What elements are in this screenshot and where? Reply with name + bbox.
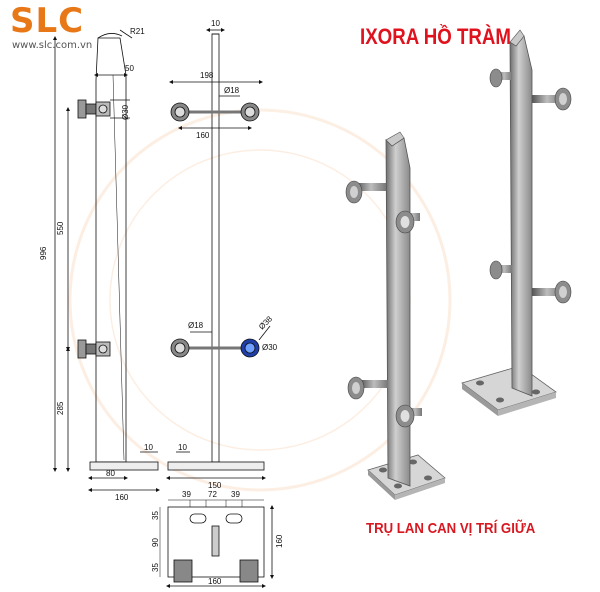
front-clamp-lower: [170, 338, 260, 358]
slc-logo: SLC www.slc.com.vn: [6, 4, 126, 52]
dim-hole-spacing: 72: [208, 490, 217, 499]
page-title: IXORA HỒ TRÀM: [360, 24, 511, 49]
website-text: www.slc.com.vn: [12, 40, 93, 51]
dim-top-width: 50: [125, 64, 134, 73]
render-clamp-lower: [347, 376, 422, 428]
front-clamp-upper: [170, 102, 260, 122]
front-view: [166, 28, 271, 480]
dim-disc-dia: Ø38: [257, 314, 274, 331]
side-clamp-upper: [77, 99, 111, 119]
figure-caption: TRỤ LAN CAN VỊ TRÍ GIỮA: [366, 520, 536, 537]
dim-clamp-span: 198: [200, 71, 214, 80]
dim-plate-width: 160: [208, 577, 222, 586]
dim-edge-top: 35: [151, 511, 160, 520]
base-plate-view: [159, 499, 274, 588]
dim-base-width: 160: [115, 493, 129, 502]
railing-post-render-back: [461, 29, 572, 416]
render-back-clamp-lower: [489, 260, 572, 304]
dim-front-base-thickness: 10: [178, 443, 187, 452]
dim-post-width: 10: [211, 19, 220, 28]
render-clamp-upper: [345, 180, 420, 234]
dim-hole-edge-right: 39: [231, 490, 240, 499]
dim-front-base-width: 150: [208, 481, 222, 490]
dim-plate-depth: 160: [275, 534, 284, 548]
render-back-clamp-upper: [489, 68, 572, 111]
dim-edge-bottom: 35: [151, 563, 160, 572]
dim-top-radius: R21: [130, 27, 145, 36]
dim-hole-edge-left: 39: [182, 490, 191, 499]
side-view: [53, 29, 160, 492]
dim-upper-spacing: 550: [56, 221, 65, 235]
dim-pin-dia-upper: Ø18: [224, 86, 240, 95]
dim-lower-height: 285: [56, 401, 65, 415]
dim-base-thickness: 10: [144, 443, 153, 452]
dim-mid-height: 90: [151, 538, 160, 547]
dim-hole-dia: Ø30: [121, 104, 130, 120]
dim-clamp-inner: 160: [196, 131, 210, 140]
dim-base-offset: 80: [106, 469, 115, 478]
dim-pin-dia-lower: Ø18: [188, 321, 204, 330]
side-clamp-lower: [77, 339, 111, 359]
railing-post-render-front: [345, 131, 446, 500]
dim-disc-dia-lower: Ø30: [262, 343, 278, 352]
dim-total-height: 996: [39, 246, 48, 260]
logo-text: SLC: [10, 1, 85, 41]
